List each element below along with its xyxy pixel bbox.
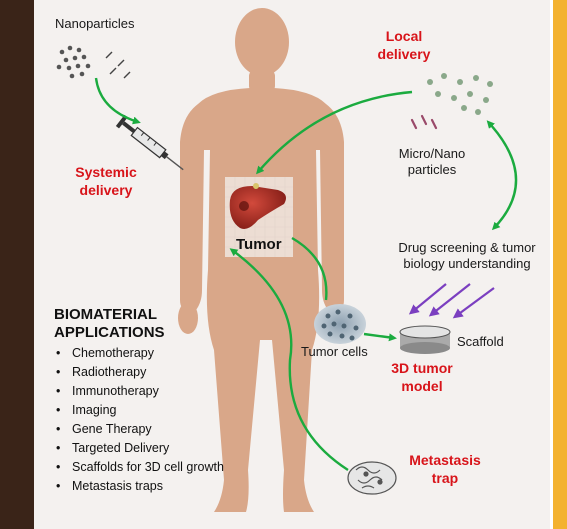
list-item: Metastasis traps (54, 477, 224, 496)
micro-nano-particles-label: Micro/Nano particles (398, 146, 466, 178)
list-item: Scaffolds for 3D cell growth (54, 458, 224, 477)
list-item: Chemotherapy (54, 344, 224, 363)
purple-arrows (408, 283, 495, 319)
green-arrows (94, 77, 518, 472)
arrow-nanoparticles-to-syringe (94, 77, 141, 125)
metastasis-trap-label: Metastasis trap (409, 452, 481, 486)
scaffold-label: Scaffold (457, 334, 504, 349)
nanorods-icon (105, 51, 131, 79)
right-border-band (553, 0, 567, 529)
arrow-tumor-to-cells (291, 236, 328, 301)
micro-nano-particles-icon (427, 73, 493, 115)
microrods-icon (410, 114, 438, 130)
metastasis-trap-icon (347, 461, 397, 495)
drug-screening-label: Drug screening & tumor biology understan… (398, 240, 536, 272)
arrow-cells-to-scaffold (363, 332, 397, 342)
scaffold-icon (399, 325, 451, 354)
systemic-delivery-label: Systemic delivery (75, 164, 137, 198)
arrow-metastasis-to-tumor (229, 248, 349, 472)
arrow-particles-drug-screening (486, 120, 518, 231)
local-delivery-label: Local delivery (377, 28, 431, 62)
biomaterial-title-line2: APPLICATIONS (54, 324, 165, 341)
tumor-cells-icon (314, 304, 366, 344)
3d-tumor-model-label: 3D tumor model (391, 360, 453, 394)
nanoparticles-label: Nanoparticles (55, 16, 135, 31)
list-item: Imaging (54, 401, 224, 420)
left-border-band (0, 0, 34, 529)
tumor-label: Tumor (236, 236, 282, 253)
list-item: Immunotherapy (54, 382, 224, 401)
nanoparticle-cluster-icon (56, 45, 91, 79)
syringe-icon (115, 114, 184, 171)
biomaterial-applications-list: Chemotherapy Radiotherapy Immunotherapy … (54, 344, 224, 496)
list-item: Targeted Delivery (54, 439, 224, 458)
right-border-gap (550, 0, 553, 529)
biomaterial-applications-title: BIOMATERIAL APPLICATIONS (54, 306, 165, 342)
list-item: Gene Therapy (54, 420, 224, 439)
arrow-local-delivery-to-tumor (256, 90, 413, 175)
tumor-cells-label: Tumor cells (301, 344, 368, 359)
liver-icon (229, 183, 286, 229)
biomaterial-title-line1: BIOMATERIAL (54, 306, 158, 323)
list-item: Radiotherapy (54, 363, 224, 382)
